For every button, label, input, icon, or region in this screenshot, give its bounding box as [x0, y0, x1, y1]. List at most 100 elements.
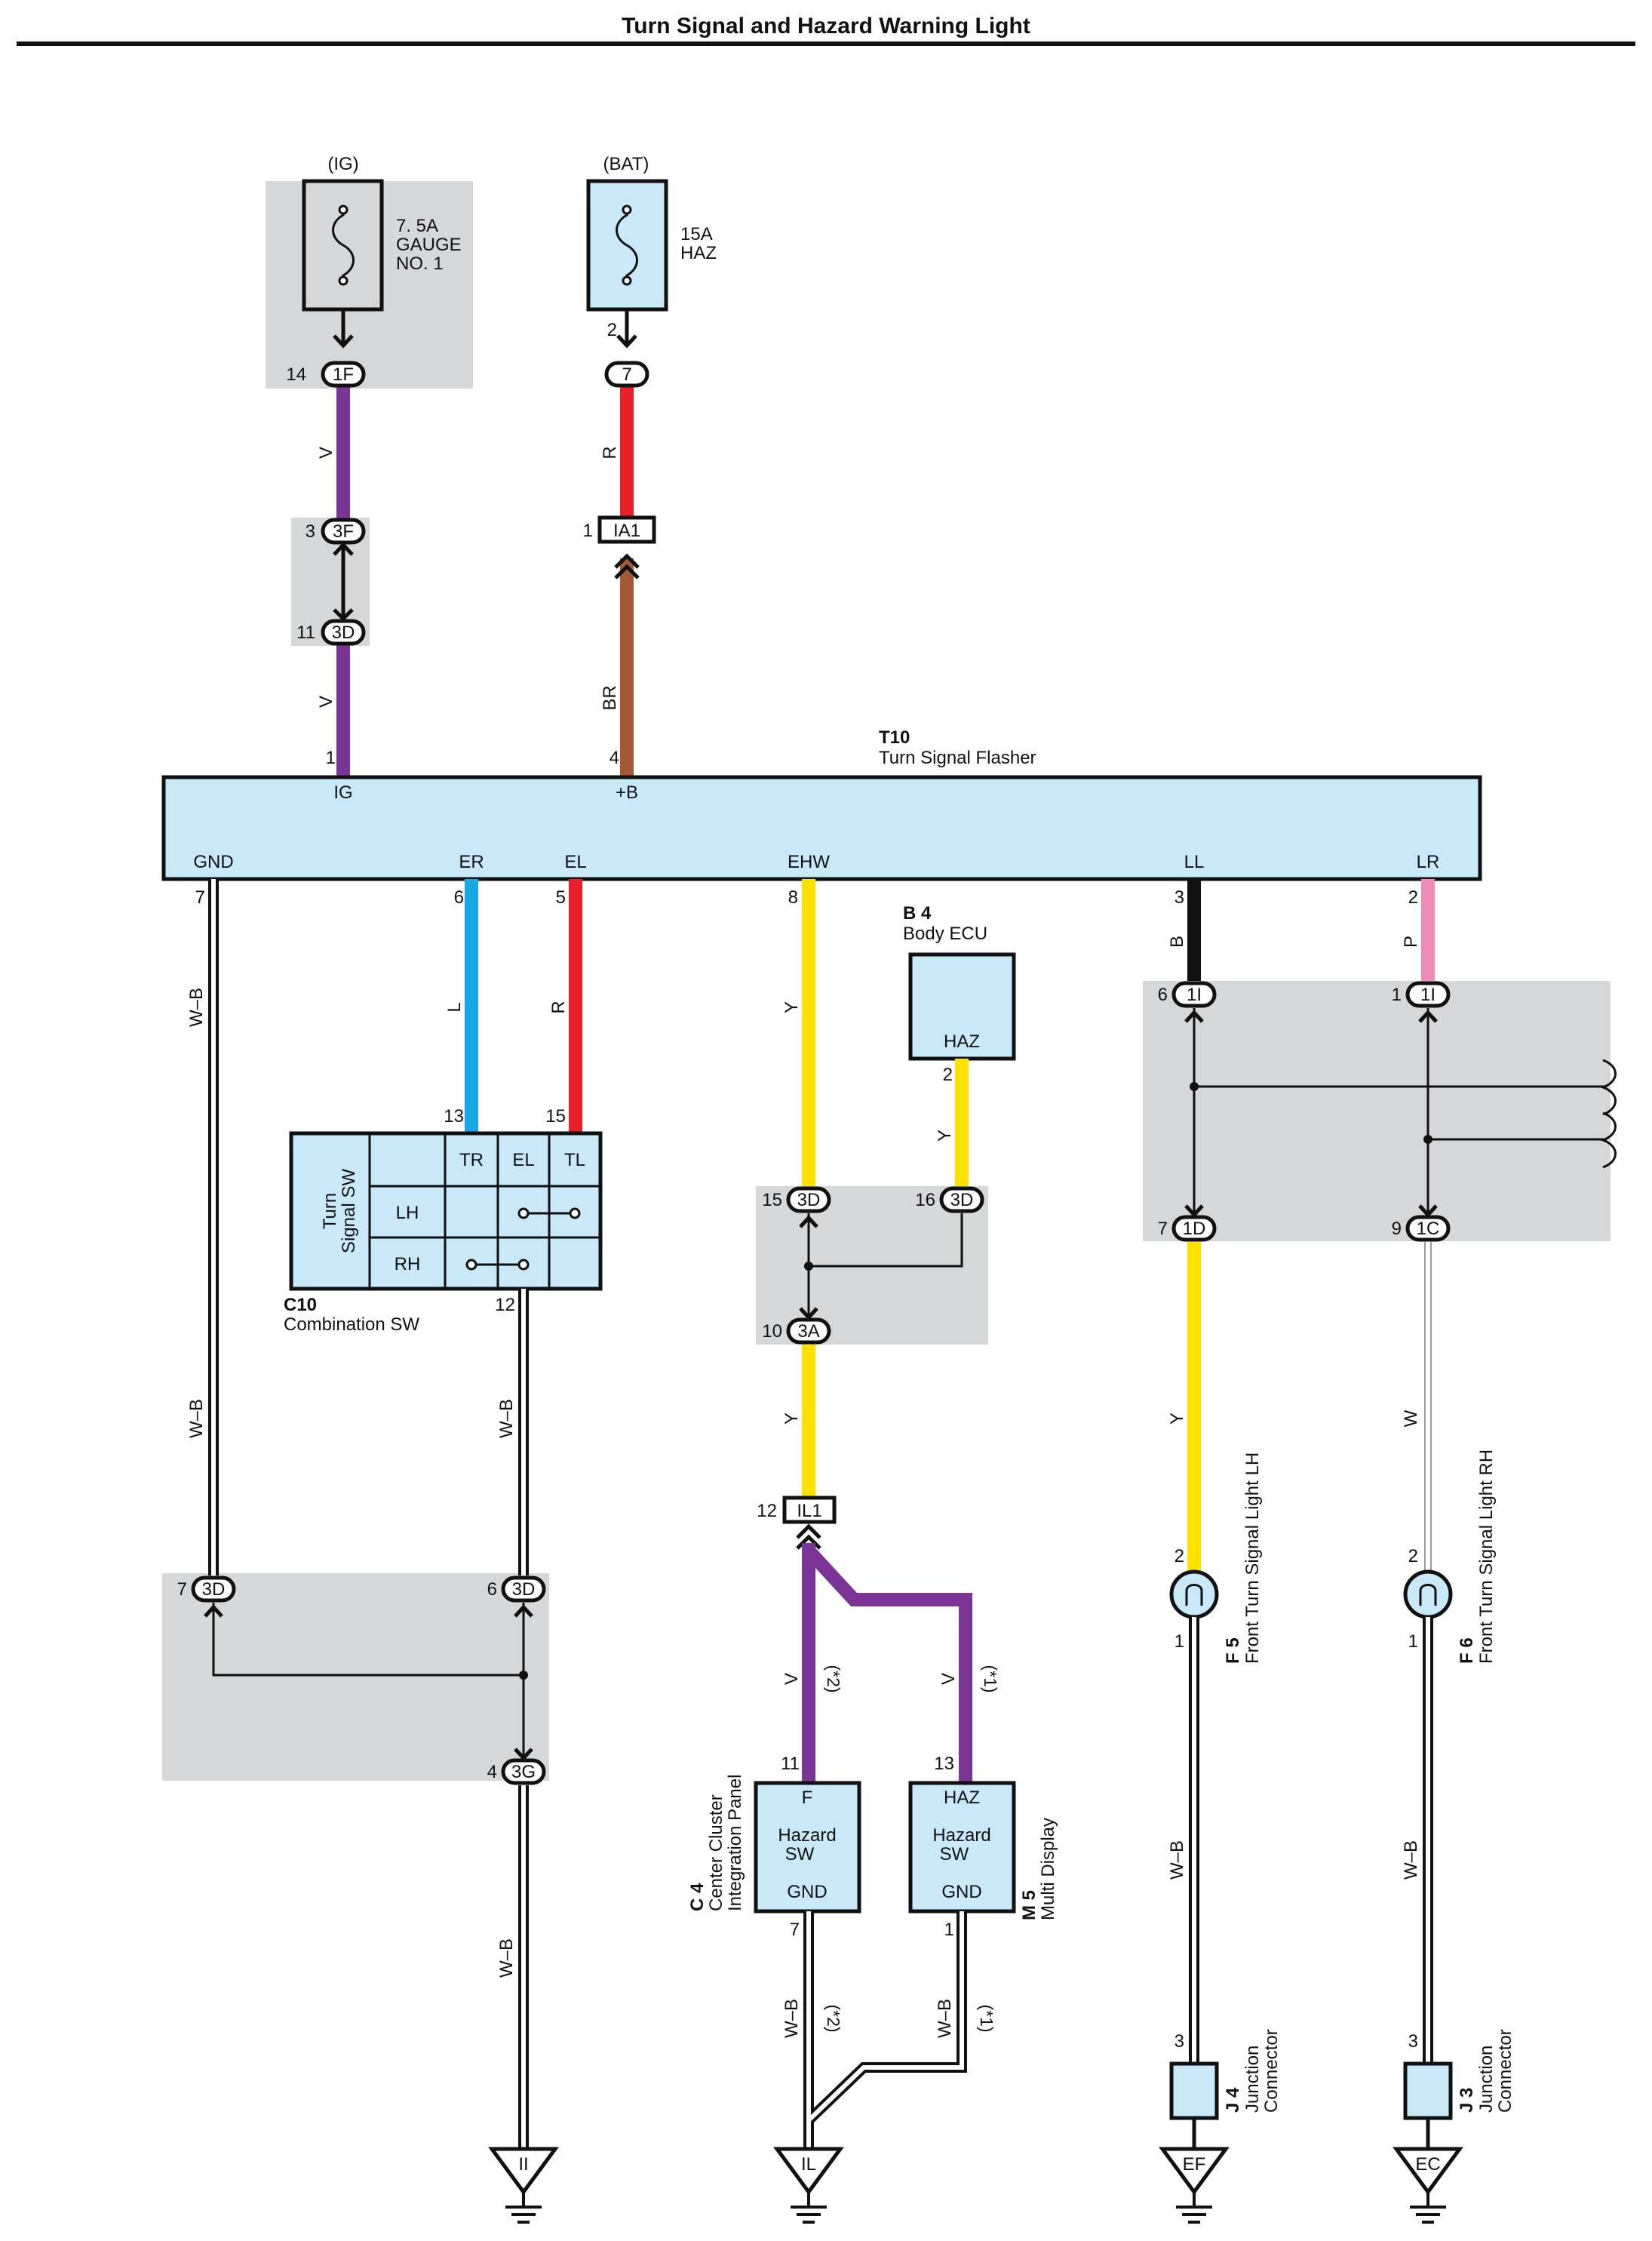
connector-1d-pin: 7: [1158, 1219, 1168, 1239]
ground-ef-icon: [1159, 2147, 1230, 2224]
wire-note: (*2): [824, 1665, 843, 1692]
connector-3d-ehw-pin: 15: [762, 1190, 782, 1210]
wire-v-il1-branches: [802, 1543, 972, 1783]
fuse-terminal-icon: [622, 275, 632, 286]
connector-1d-label: 1D: [1183, 1219, 1206, 1239]
connector-1c-label: 1C: [1417, 1219, 1440, 1239]
fuse-gauge-name: GAUGE: [396, 235, 462, 255]
wire-color-wb: W–B: [1167, 1840, 1187, 1880]
junction-3g-wiring: [204, 1603, 533, 1761]
hazard-c4-code: C 4: [687, 1883, 708, 1911]
fuse-haz-icon: [616, 208, 638, 279]
connector-7-label: 7: [622, 364, 631, 385]
wire-color-b: B: [1167, 936, 1187, 948]
wire-color-br: BR: [600, 685, 620, 710]
hazard-switch-c4: [754, 1781, 861, 1914]
lamp-rh-bulb-icon: [1403, 1569, 1453, 1619]
combo-col-el: EL: [512, 1150, 534, 1170]
fuse-terminal-icon: [338, 204, 349, 215]
hazard-c4-name-1: Center Cluster: [706, 1794, 726, 1911]
wire-continuation-icon: [1599, 1111, 1617, 1169]
junction-block-1i: [1143, 981, 1611, 1241]
flasher-pin-er: 6: [454, 887, 464, 908]
connector-3a-pin: 10: [762, 1321, 782, 1342]
jc-j3-code: J 3: [1457, 2088, 1477, 2113]
connector-3d-ecu-label: 3D: [950, 1190, 974, 1210]
wire-color-v: V: [316, 447, 336, 459]
wire-color-wb: W–B: [186, 988, 207, 1027]
lamp-lh-pin-bot: 1: [1175, 1631, 1184, 1652]
fuse-haz-name: HAZ: [680, 243, 717, 263]
jc-j4-name-2: Connector: [1261, 2029, 1282, 2113]
wire-wb-hazard-grounds: [803, 1911, 967, 2149]
fuse-gauge-icon: [332, 208, 355, 279]
bat-power-label: (BAT): [603, 154, 649, 174]
hazard-c4-label-2: SW: [785, 1844, 815, 1864]
junction-3a-wiring: [799, 1213, 963, 1320]
wire-color-y: Y: [781, 1001, 802, 1013]
lamp-rh-code: F 6: [1457, 1637, 1477, 1664]
connector-ia1-label: IA1: [613, 521, 640, 541]
combo-row-lh: LH: [396, 1203, 419, 1223]
jc-j3-name-1: Junction: [1476, 2046, 1497, 2113]
hazard-c4-name-2: Integration Panel: [725, 1775, 745, 1911]
flasher-term-er: ER: [459, 852, 484, 872]
fuse-terminal-icon: [338, 275, 349, 286]
hazard-c4-term-bot: GND: [787, 1882, 827, 1902]
fuse-gauge-number: NO. 1: [396, 254, 444, 274]
combo-col-tr: TR: [459, 1150, 484, 1170]
fuse-gauge-rating: 7. 5A: [396, 216, 438, 236]
wire-color-wb: W–B: [781, 1999, 802, 2038]
ground-ec-icon: [1393, 2147, 1463, 2224]
hazard-c4-pin-top: 11: [781, 1754, 800, 1774]
ig-power-label: (IG): [327, 154, 358, 174]
connector-3d-ecu-pin: 16: [915, 1190, 935, 1210]
ground-ii-label: II: [518, 2154, 528, 2175]
wire-color-y: Y: [781, 1413, 802, 1425]
wire-color-wb: W–B: [186, 1399, 207, 1438]
wire-color-wb: W–B: [496, 1938, 517, 1978]
ground-ef-label: EF: [1183, 2154, 1206, 2175]
wire-color-wb: W–B: [496, 1399, 517, 1438]
combo-name: Combination SW: [284, 1314, 419, 1335]
wire-note: (*1): [977, 2004, 996, 2032]
ground-il-label: IL: [801, 2154, 816, 2175]
hazard-c4-term-top: F: [802, 1788, 813, 1808]
switch-contact-rh-icon: [465, 1259, 530, 1271]
body-ecu: [908, 952, 1016, 1061]
body-ecu-code: B 4: [903, 903, 932, 924]
jc-j4-code: J 4: [1223, 2087, 1243, 2113]
lamp-rh-name: Front Turn Signal Light RH: [1476, 1449, 1497, 1664]
lamp-lh-pin-top: 2: [1175, 1546, 1184, 1566]
flasher-term-gnd: GND: [193, 852, 233, 872]
connector-arrow-icon: [333, 542, 354, 556]
flasher-pin-ig: 1: [326, 748, 336, 768]
connector-arrow-icon: [333, 334, 354, 349]
combo-row-rh: RH: [395, 1254, 421, 1274]
hazard-switch-m5: [908, 1781, 1016, 1914]
wire-note: (*1): [981, 1665, 1000, 1692]
inline-connector-arrow-icon: [796, 1523, 821, 1550]
connector-il1-label: IL1: [797, 1501, 821, 1521]
wire-color-y: Y: [935, 1130, 955, 1142]
combo-side-label-2: Signal SW: [339, 1169, 359, 1253]
hazard-m5-pin-bot: 1: [944, 1920, 954, 1940]
hazard-m5-code: M 5: [1019, 1890, 1039, 1920]
combo-side-label-1: Turn: [320, 1193, 340, 1229]
body-ecu-term: HAZ: [944, 1031, 980, 1052]
flasher-term-ehw: EHW: [788, 852, 830, 872]
connector-il1-pin: 12: [757, 1501, 777, 1521]
combo-code: C10: [284, 1295, 317, 1315]
hazard-m5-label-1: Hazard: [932, 1825, 990, 1846]
wire-color-r: R: [600, 446, 620, 459]
jc-j4-pin: 3: [1175, 2031, 1184, 2052]
connector-3a-label: 3A: [797, 1321, 819, 1342]
connector-1i-ll-label: 1I: [1187, 985, 1202, 1005]
flasher-term-el: EL: [564, 852, 586, 872]
lamp-lh-name: Front Turn Signal Light LH: [1242, 1452, 1263, 1664]
connector-3f-pin: 3: [306, 521, 315, 542]
flasher-code: T10: [879, 727, 910, 748]
hazard-m5-pin-top: 13: [934, 1754, 954, 1774]
connector-1f-pin: 14: [286, 364, 306, 385]
